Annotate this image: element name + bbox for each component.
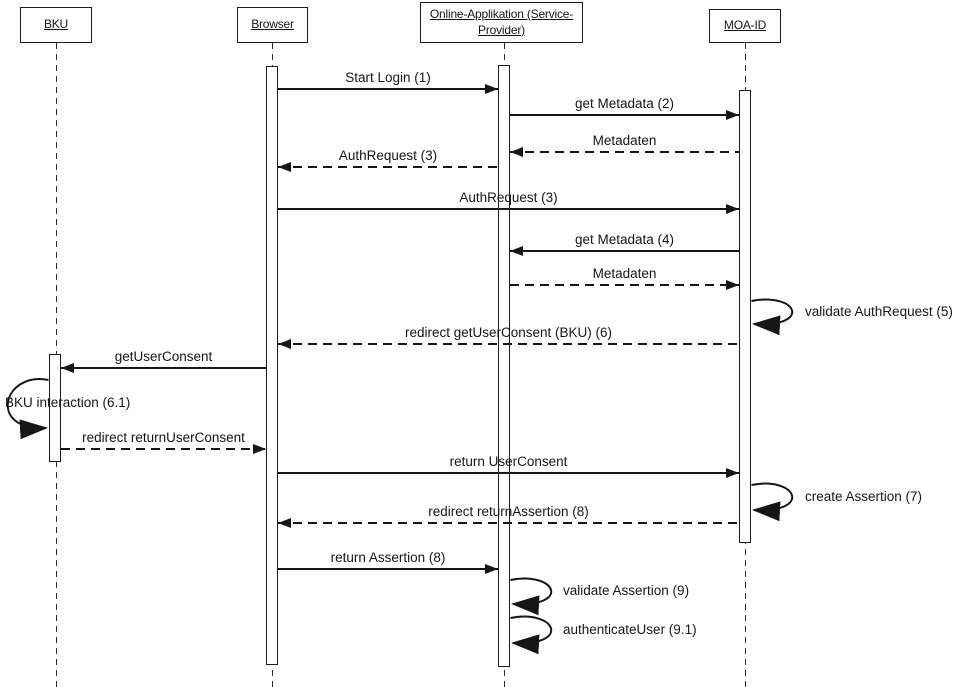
activation-bar-moa-id xyxy=(739,90,751,543)
arrowhead-icon-metadaten-response-2 xyxy=(726,280,739,290)
message-label-bku-interaction-6-1: BKU interaction (6.1) xyxy=(5,395,131,410)
message-line-get-metadata-2 xyxy=(510,114,739,116)
message-line-getuserconsent xyxy=(61,367,266,369)
participant-label-moa-id: MOA-ID xyxy=(723,18,767,33)
message-line-get-metadata-4 xyxy=(510,250,739,252)
message-label-return-assertion-8: return Assertion (8) xyxy=(330,550,446,565)
arrowhead-icon-redirect-returnuserconsent xyxy=(253,444,266,454)
message-label-getuserconsent: getUserConsent xyxy=(114,349,213,364)
self-message-loop-validate-assertion-9 xyxy=(510,577,553,616)
message-label-return-userconsent: return UserConsent xyxy=(449,454,568,469)
message-label-get-metadata-2: get Metadata (2) xyxy=(574,96,675,111)
participant-label-bku: BKU xyxy=(43,17,69,32)
message-line-metadaten-response-1 xyxy=(510,151,739,153)
message-line-metadaten-response-2 xyxy=(510,284,739,286)
participant-label-online-app: Online-Applikation (Service- Provider) xyxy=(429,6,574,37)
arrowhead-icon-authrequest-3 xyxy=(726,204,739,214)
participant-box-browser: Browser xyxy=(237,7,308,43)
arrowhead-icon-get-metadata-2 xyxy=(726,110,739,120)
arrowhead-icon-metadaten-response-1 xyxy=(510,147,523,157)
message-label-start-login-1: Start Login (1) xyxy=(345,70,431,85)
participant-box-bku: BKU xyxy=(20,7,92,43)
message-label-authrequest-3-response: AuthRequest (3) xyxy=(338,148,438,163)
message-line-redirect-returnuserconsent xyxy=(61,448,266,450)
self-message-loop-validate-authrequest-5 xyxy=(751,298,793,336)
message-label-create-assertion-7: create Assertion (7) xyxy=(805,488,923,504)
message-label-redirect-returnassertion-8: redirect returnAssertion (8) xyxy=(428,504,589,519)
arrowhead-icon-authrequest-3-response xyxy=(278,162,291,172)
message-label-validate-authrequest-5: validate AuthRequest (5) xyxy=(805,303,953,319)
message-line-return-assertion-8 xyxy=(278,568,498,570)
activation-bar-online-app xyxy=(498,65,510,667)
message-label-metadaten-response-1: Metadaten xyxy=(592,133,657,148)
arrowhead-icon-get-metadata-4 xyxy=(510,246,523,256)
message-label-metadaten-response-2: Metadaten xyxy=(592,266,657,281)
arrowhead-icon-start-login-1 xyxy=(485,84,498,94)
self-message-loop-authenticateuser-9-1 xyxy=(510,615,553,655)
arrowhead-icon-redirect-getuserconsent-6 xyxy=(278,339,291,349)
arrowhead-icon-redirect-returnassertion-8 xyxy=(278,518,291,528)
self-message-loop-create-assertion-7 xyxy=(751,482,794,522)
message-label-validate-assertion-9: validate Assertion (9) xyxy=(563,583,690,598)
message-label-authenticateuser-9-1: authenticateUser (9.1) xyxy=(563,621,697,637)
participant-box-online-app: Online-Applikation (Service- Provider) xyxy=(420,2,583,43)
message-label-get-metadata-4: get Metadata (4) xyxy=(574,232,675,247)
participant-box-moa-id: MOA-ID xyxy=(709,9,781,43)
message-line-authrequest-3-response xyxy=(278,166,498,168)
arrowhead-icon-return-assertion-8 xyxy=(485,564,498,574)
message-line-return-userconsent xyxy=(278,472,739,474)
arrowhead-icon-getuserconsent xyxy=(61,363,74,373)
participant-label-browser: Browser xyxy=(251,17,294,32)
message-line-authrequest-3 xyxy=(278,208,739,210)
arrowhead-icon-return-userconsent xyxy=(726,468,739,478)
message-label-redirect-returnuserconsent: redirect returnUserConsent xyxy=(82,430,245,445)
activation-bar-browser xyxy=(266,66,278,665)
self-message-loop-bku-interaction-6-1 xyxy=(6,378,49,440)
message-line-start-login-1 xyxy=(278,88,498,90)
message-line-redirect-returnassertion-8 xyxy=(278,522,739,524)
message-line-redirect-getuserconsent-6 xyxy=(278,343,739,345)
message-label-authrequest-3: AuthRequest (3) xyxy=(459,190,558,205)
activation-bar-bku xyxy=(49,354,61,462)
message-label-redirect-getuserconsent-6: redirect getUserConsent (BKU) (6) xyxy=(404,325,613,340)
